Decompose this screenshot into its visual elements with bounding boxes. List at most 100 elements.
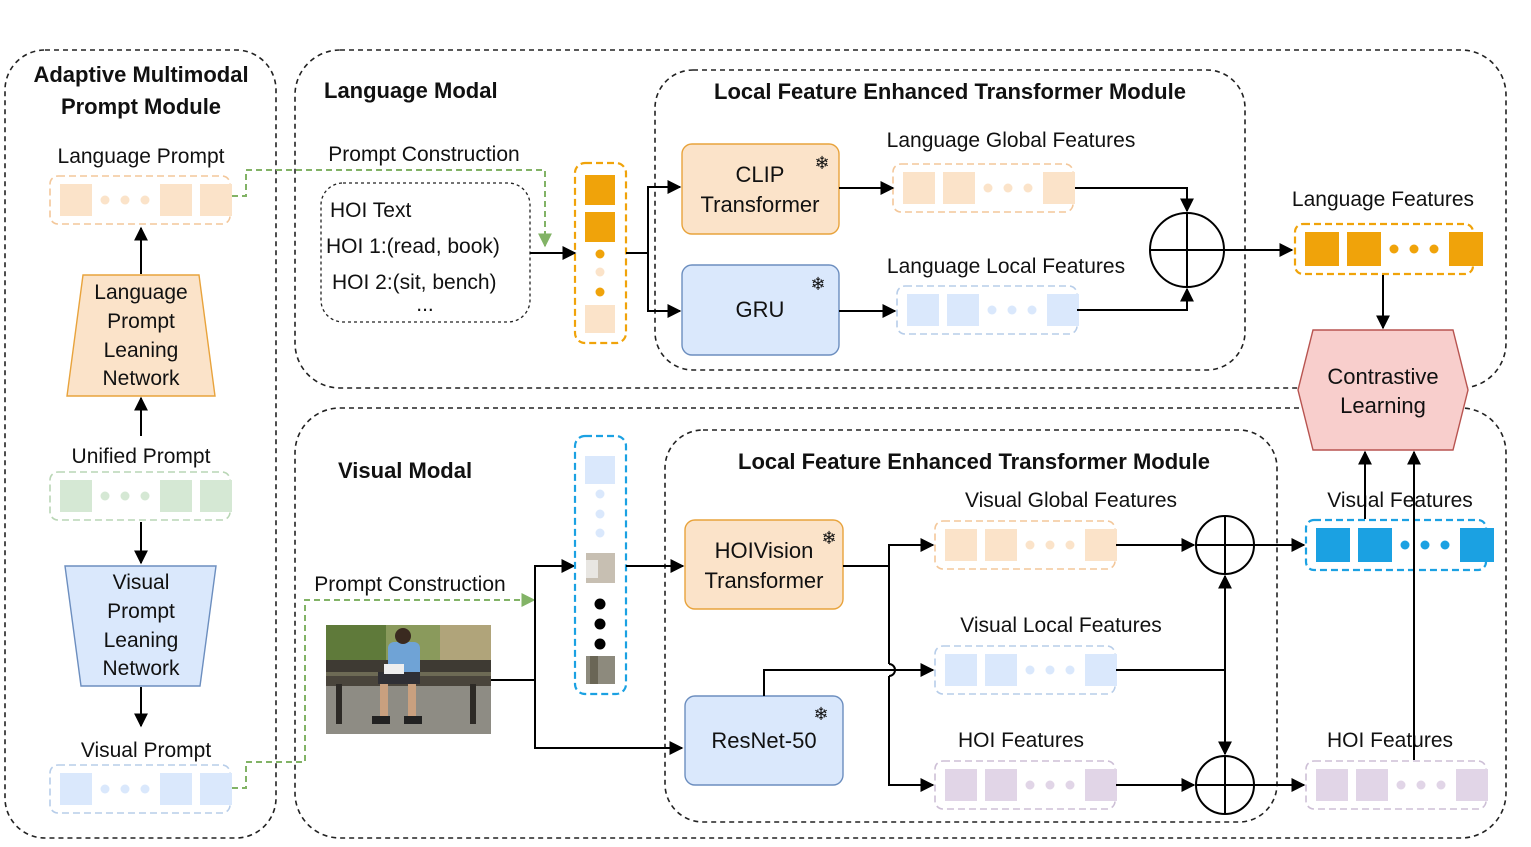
- token-dot: [1396, 780, 1406, 790]
- token-square: [1347, 232, 1381, 266]
- input-image: [326, 625, 491, 734]
- visual-prompt-construction-label: Prompt Construction: [314, 573, 505, 596]
- token-square: [1456, 769, 1488, 801]
- vis-net-line3: Leaning: [104, 629, 179, 652]
- token-dot: [1420, 540, 1430, 550]
- token-dot: [1025, 780, 1035, 790]
- token-square: [1043, 172, 1075, 204]
- hoi-text-title: HOI Text: [330, 199, 411, 222]
- visual-token-dot-4: [594, 598, 606, 610]
- token-square: [907, 294, 939, 326]
- token-square: [945, 654, 977, 686]
- visual-token-dot-1: [595, 489, 605, 499]
- hoivision-line2: Transformer: [705, 568, 824, 593]
- vis-net-line1: Visual: [113, 571, 170, 594]
- lang-net-line2: Prompt: [107, 310, 175, 333]
- language-prompt-label: Language Prompt: [58, 145, 225, 168]
- token-dot: [1436, 780, 1446, 790]
- visual-features-sequence: [1304, 518, 1494, 572]
- arrow-hoivision-to-hoi: [888, 676, 935, 792]
- token-dot: [1400, 540, 1410, 550]
- token-dot: [1007, 305, 1017, 315]
- language-prompt-network: [66, 274, 216, 397]
- hoi-text-line1: HOI 1:(read, book): [326, 235, 500, 258]
- token-square: [1305, 232, 1339, 266]
- visual-prompt-sequence: [49, 764, 232, 814]
- language-token-dot-3: [595, 287, 605, 297]
- language-token-dot-1: [595, 249, 605, 259]
- language-local-features-sequence: [896, 285, 1079, 335]
- frozen-snowflake-icon: ❄: [821, 528, 836, 548]
- language-prompt-construction-label: Prompt Construction: [328, 143, 519, 166]
- token-square: [60, 480, 92, 512]
- token-dot: [140, 195, 150, 205]
- token-square: [985, 529, 1017, 561]
- visual-module-title: Local Feature Enhanced Transformer Modul…: [738, 449, 1210, 474]
- arrow-image-to-tokens: [534, 559, 576, 680]
- token-square: [200, 184, 232, 216]
- visual-token-dot-2: [595, 509, 605, 519]
- token-dot: [1429, 244, 1439, 254]
- language-features-label: Language Features: [1292, 188, 1474, 211]
- token-square: [200, 773, 232, 805]
- language-modal-title: Language Modal: [324, 78, 498, 103]
- visual-global-features-label: Visual Global Features: [965, 489, 1177, 512]
- token-square: [985, 769, 1017, 801]
- token-dot: [983, 183, 993, 193]
- arrow-resnet-to-local: [763, 663, 935, 696]
- visual-prompt-label: Visual Prompt: [81, 739, 212, 762]
- token-dot: [100, 195, 110, 205]
- resnet-label: ResNet-50: [711, 728, 816, 753]
- language-token-dot-2: [595, 267, 605, 277]
- token-square: [1085, 769, 1117, 801]
- hoi-text-line2: HOI 2:(sit, bench): [332, 271, 497, 294]
- token-dot: [100, 784, 110, 794]
- token-dot: [1027, 305, 1037, 315]
- token-dot: [1003, 183, 1013, 193]
- contrastive-line1: Contrastive: [1327, 364, 1438, 389]
- visual-token-dot-3: [595, 528, 605, 538]
- lang-net-line3: Leaning: [104, 339, 179, 362]
- token-square: [1358, 528, 1392, 562]
- token-dot: [120, 195, 130, 205]
- hoivision-transformer-block: [684, 519, 844, 610]
- language-modal-container: [294, 49, 1507, 389]
- visual-token-dot-5: [594, 618, 606, 630]
- token-square: [1460, 528, 1494, 562]
- token-dot: [1025, 665, 1035, 675]
- vis-net-line4: Network: [102, 657, 180, 680]
- contrastive-learning-block: [1297, 329, 1469, 451]
- token-square: [160, 480, 192, 512]
- language-features-sequence: [1293, 222, 1483, 276]
- vis-net-line2: Prompt: [107, 600, 175, 623]
- visual-modal-title: Visual Modal: [338, 458, 472, 483]
- token-dot: [1409, 244, 1419, 254]
- unified-prompt-label: Unified Prompt: [72, 445, 211, 468]
- language-global-features-label: Language Global Features: [887, 129, 1136, 152]
- language-token-3: [585, 305, 615, 333]
- arrow-tokens-to-clip: [626, 180, 682, 254]
- clip-line1: CLIP: [736, 162, 785, 187]
- token-dot: [987, 305, 997, 315]
- token-dot: [1045, 780, 1055, 790]
- token-square: [943, 172, 975, 204]
- token-dot: [140, 784, 150, 794]
- language-module-title: Local Feature Enhanced Transformer Modul…: [714, 79, 1186, 104]
- token-square: [945, 769, 977, 801]
- unified-prompt-sequence: [49, 471, 232, 521]
- token-dot: [1065, 665, 1075, 675]
- token-square: [1316, 769, 1348, 801]
- token-dot: [1065, 780, 1075, 790]
- module-title-line1: Adaptive Multimodal: [33, 62, 248, 87]
- token-square: [1085, 529, 1117, 561]
- frozen-snowflake-icon: ❄: [810, 274, 825, 294]
- arrow-image-to-resnet: [534, 680, 684, 755]
- language-local-features-label: Language Local Features: [887, 255, 1125, 278]
- visual-token-dot-6: [594, 638, 606, 650]
- token-square: [1085, 654, 1117, 686]
- arrow-tokens-to-gru: [647, 253, 682, 318]
- lang-net-line4: Network: [102, 367, 180, 390]
- language-lfet-module-container: [654, 69, 1246, 371]
- token-dot: [1389, 244, 1399, 254]
- token-square: [1356, 769, 1388, 801]
